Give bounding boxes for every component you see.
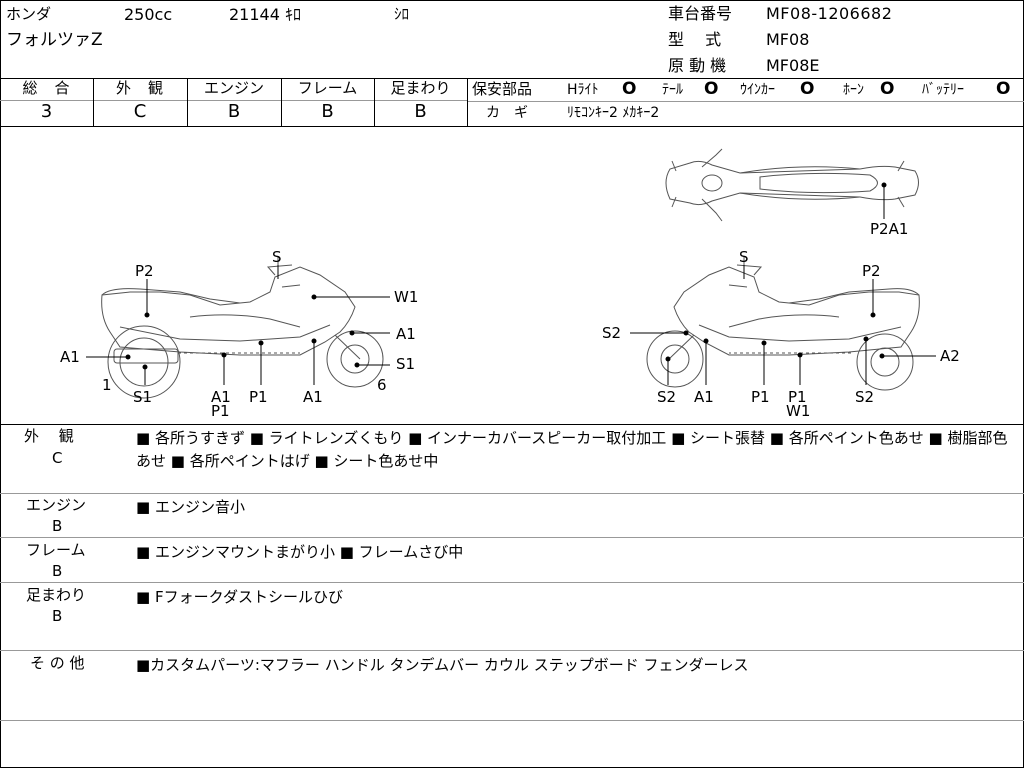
note-label-engine: エンジン (26, 496, 87, 514)
damage-diagram (86, 148, 936, 399)
rule-notes-5 (0, 720, 1024, 721)
safety-item-horn: ﾎｰﾝ (843, 82, 864, 98)
note-grade-suspension: B (52, 607, 63, 625)
left-label-a1-left: A1 (60, 348, 80, 366)
top-view-label-0: P2A1 (870, 220, 909, 238)
note-text-suspension: ■ Fフォークダストシールひび (136, 588, 343, 606)
grade-sep-2 (187, 78, 188, 126)
body-color: ｼﾛ (394, 5, 410, 23)
model-name: フォルツァZ (6, 30, 103, 50)
engine-code-label: 原 動 機 (668, 56, 727, 75)
left-label-p1-bottom: P1 (211, 402, 230, 420)
grade-sep-4 (374, 78, 375, 126)
maker-name: ホンダ (6, 5, 52, 23)
safety-item-winker: ｳｲﾝｶｰ (740, 82, 775, 98)
rule-notes-1 (0, 493, 1024, 494)
safety-status-battery: O (996, 79, 1011, 99)
left-label-s: S (272, 248, 282, 266)
grade-value-engine: B (227, 101, 241, 122)
engine-code-value: MF08E (766, 56, 820, 75)
right-label-p1-mid: P1 (751, 388, 770, 406)
scooter-right-view (646, 257, 920, 391)
note-label-suspension: 足まわり (26, 586, 87, 604)
left-label-a1-bottom: A1 (211, 388, 231, 406)
right-view-markers (630, 265, 936, 385)
safety-status-headlight: O (622, 79, 637, 99)
right-label-s2-bottom: S2 (657, 388, 677, 406)
grade-value-frame: B (321, 101, 334, 122)
rule-notes-4 (0, 650, 1024, 651)
safety-parts-label: 保安部品 (472, 80, 533, 98)
note-text-other: ■カスタムパーツ:マフラー ハンドル タンデムバー カウル ステップボード フェ… (136, 656, 749, 674)
grade-value-exterior: C (133, 101, 147, 122)
left-label-s1-bottom: S1 (133, 388, 153, 406)
right-label-s2-left: S2 (602, 324, 622, 342)
rule-header-bottom (0, 78, 1024, 79)
safety-status-taillight: O (704, 79, 719, 99)
left-label-1: 1 (102, 376, 112, 394)
left-label-a1-right: A1 (396, 325, 416, 343)
right-label-a1: A1 (694, 388, 714, 406)
mileage: 21144 ｷﾛ (229, 5, 301, 24)
frame-number-label: 車台番号 (668, 4, 733, 23)
key-value: ﾘﾓｺﾝｷｰ2 ﾒｶｷｰ2 (567, 105, 660, 121)
left-label-6: 6 (377, 376, 387, 394)
model-code-label: 型 式 (668, 30, 722, 49)
right-label-s: S (739, 248, 749, 266)
scooter-top-view (665, 148, 919, 222)
note-label-other: そ の 他 (30, 654, 85, 672)
safety-status-horn: O (880, 79, 895, 99)
left-label-p1-mid: P1 (249, 388, 268, 406)
grade-sep-5 (467, 78, 468, 126)
left-label-p2: P2 (135, 262, 154, 280)
grade-label-exterior: 外 観 (115, 79, 164, 97)
left-view-markers (86, 265, 390, 385)
grade-value-suspension: B (414, 101, 427, 122)
note-text-exterior: ■ 各所うすきず ■ ライトレンズくもり ■ インナーカバースピーカー取付加工 … (136, 429, 1008, 470)
note-grade-frame: B (52, 562, 63, 580)
right-label-p1-rear: P1 (788, 388, 807, 406)
right-label-p2: P2 (862, 262, 881, 280)
right-label-a2: A2 (940, 347, 960, 365)
displacement: 250cc (124, 5, 173, 24)
right-label-w1: W1 (786, 402, 811, 420)
note-label-exterior: 外 観 (24, 427, 74, 445)
grade-label-frame: フレーム (297, 79, 358, 97)
rule-notes-2 (0, 537, 1024, 538)
grade-label-engine: エンジン (203, 79, 264, 97)
note-grade-exterior: C (52, 449, 63, 467)
safety-item-battery: ﾊﾞｯﾃﾘｰ (922, 82, 964, 98)
rule-table-bottom (0, 126, 1024, 127)
rule-notes-3 (0, 582, 1024, 583)
model-code-value: MF08 (766, 30, 810, 49)
note-grade-engine: B (52, 517, 63, 535)
note-text-engine: ■ エンジン音小 (136, 498, 245, 516)
grade-label-overall: 総 合 (22, 79, 71, 97)
grade-sep-3 (281, 78, 282, 126)
key-label: カ ギ (486, 105, 528, 121)
grade-sep-1 (93, 78, 94, 126)
grade-label-suspension: 足まわり (390, 79, 451, 97)
safety-status-winker: O (800, 79, 815, 99)
frame-number-value: MF08-1206682 (766, 4, 893, 23)
left-label-s1-right: S1 (396, 355, 416, 373)
grade-value-overall: 3 (40, 101, 53, 122)
safety-item-taillight: ﾃｰﾙ (662, 82, 683, 98)
note-text-frame: ■ エンジンマウントまがり小 ■ フレームさび中 (136, 543, 464, 561)
right-label-s2-rear: S2 (855, 388, 875, 406)
note-label-frame: フレーム (26, 541, 86, 559)
scooter-left-view (101, 257, 384, 399)
left-label-w1: W1 (394, 288, 419, 306)
rule-diagram-bottom (0, 424, 1024, 425)
safety-item-headlight: Hﾗｲﾄ (567, 82, 599, 98)
rule-grade-mid (0, 100, 467, 101)
left-label-a1-front: A1 (303, 388, 323, 406)
rule-safety-mid (467, 101, 1024, 102)
